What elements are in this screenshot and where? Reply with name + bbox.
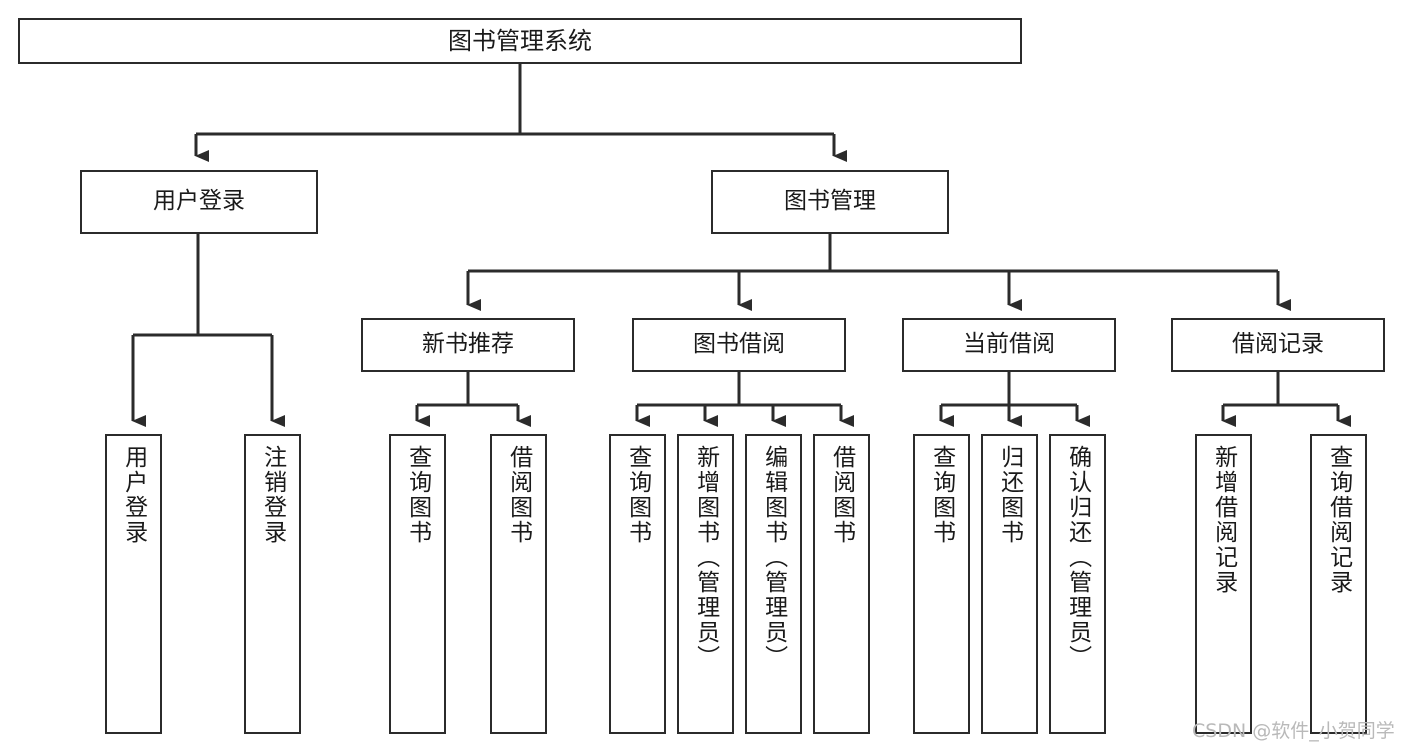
node-root-label: 图书管理系统 xyxy=(448,26,592,55)
node-leaf-return-book[interactable]: 归还图书 xyxy=(981,434,1038,734)
node-leaf-query-record-label: 查询借阅记录 xyxy=(1325,445,1352,595)
node-leaf-add-record-label: 新增借阅记录 xyxy=(1210,445,1237,595)
node-leaf-query-book-2[interactable]: 查询图书 xyxy=(609,434,666,734)
node-leaf-query-book-1-label: 查询图书 xyxy=(404,445,431,545)
node-book-borrow-label: 图书借阅 xyxy=(693,331,785,358)
node-leaf-borrow-book-2-label: 借阅图书 xyxy=(828,445,855,545)
node-book-manage-label: 图书管理 xyxy=(784,188,876,215)
node-leaf-query-record[interactable]: 查询借阅记录 xyxy=(1310,434,1367,734)
node-book-borrow[interactable]: 图书借阅 xyxy=(632,318,846,372)
node-leaf-add-record[interactable]: 新增借阅记录 xyxy=(1195,434,1252,734)
node-leaf-user-login-label: 用户登录 xyxy=(120,445,147,545)
node-new-book-rec-label: 新书推荐 xyxy=(422,331,514,358)
node-leaf-edit-book[interactable]: 编辑图书（管理员） xyxy=(745,434,802,734)
node-leaf-confirm-return-label: 确认归还（管理员） xyxy=(1064,445,1091,670)
node-book-manage[interactable]: 图书管理 xyxy=(711,170,949,234)
node-new-book-rec[interactable]: 新书推荐 xyxy=(361,318,575,372)
node-current-borrow[interactable]: 当前借阅 xyxy=(902,318,1116,372)
node-leaf-borrow-book-2[interactable]: 借阅图书 xyxy=(813,434,870,734)
node-leaf-add-book[interactable]: 新增图书（管理员） xyxy=(677,434,734,734)
node-leaf-confirm-return[interactable]: 确认归还（管理员） xyxy=(1049,434,1106,734)
node-user-login[interactable]: 用户登录 xyxy=(80,170,318,234)
node-borrow-record[interactable]: 借阅记录 xyxy=(1171,318,1385,372)
node-root[interactable]: 图书管理系统 xyxy=(18,18,1022,64)
node-leaf-logout-label: 注销登录 xyxy=(259,445,286,545)
node-leaf-add-book-label: 新增图书（管理员） xyxy=(692,445,719,670)
node-leaf-edit-book-label: 编辑图书（管理员） xyxy=(760,445,787,670)
node-leaf-return-book-label: 归还图书 xyxy=(996,445,1023,545)
node-borrow-record-label: 借阅记录 xyxy=(1232,331,1324,358)
node-leaf-query-book-3-label: 查询图书 xyxy=(928,445,955,545)
csdn-watermark: CSDN @软件_小贺同学 xyxy=(1192,720,1395,742)
node-current-borrow-label: 当前借阅 xyxy=(963,331,1055,358)
node-leaf-query-book-2-label: 查询图书 xyxy=(624,445,651,545)
node-leaf-logout[interactable]: 注销登录 xyxy=(244,434,301,734)
node-user-login-label: 用户登录 xyxy=(153,188,245,215)
node-leaf-query-book-3[interactable]: 查询图书 xyxy=(913,434,970,734)
node-leaf-borrow-book-1-label: 借阅图书 xyxy=(505,445,532,545)
node-leaf-query-book-1[interactable]: 查询图书 xyxy=(389,434,446,734)
node-leaf-borrow-book-1[interactable]: 借阅图书 xyxy=(490,434,547,734)
node-leaf-user-login[interactable]: 用户登录 xyxy=(105,434,162,734)
